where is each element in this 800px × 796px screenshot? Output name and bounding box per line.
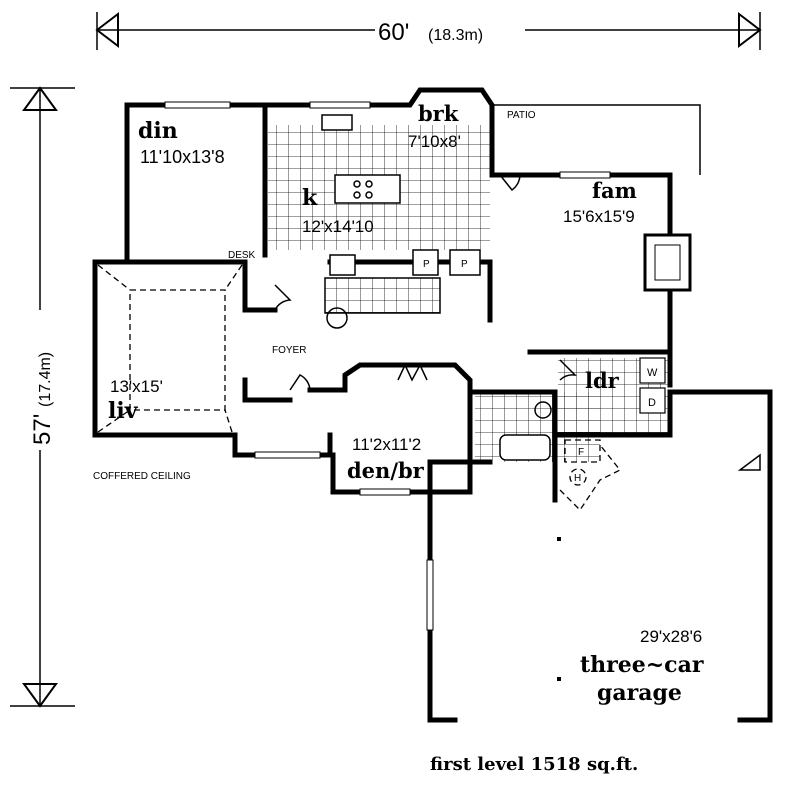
width-meters: (18.3m) <box>428 27 483 44</box>
room-garage-size: 29'x28'6 <box>640 627 702 646</box>
kitchen-fixtures <box>321 114 481 276</box>
pantry-1 <box>412 249 439 276</box>
pantry-2-label: P <box>461 259 468 270</box>
furnace-label: F <box>578 447 584 458</box>
stairs <box>324 277 441 329</box>
room-fam-name: fam <box>592 178 637 203</box>
width-dimension: 60' (18.3m) <box>95 11 762 50</box>
pantry-1-label: P <box>423 259 430 270</box>
room-garage-name-2: garage <box>597 680 682 706</box>
room-fam-size: 15'6x15'9 <box>563 207 635 226</box>
washer <box>639 357 666 384</box>
room-din-name: din <box>138 118 178 144</box>
floor-caption: first level 1518 sq.ft. <box>430 754 638 775</box>
width-feet: 60' <box>378 19 409 46</box>
washer-label: W <box>647 367 658 379</box>
room-den-name: den/br <box>347 458 425 483</box>
room-den-size: 11'2x11'2 <box>352 435 421 454</box>
island-cooktop <box>334 174 401 204</box>
furnace <box>564 439 601 463</box>
depth-dimension: 57' (17.4m) <box>10 86 75 708</box>
room-brk-size: 7'10x8' <box>408 132 461 151</box>
sink-bath <box>534 401 552 419</box>
dryer-label: D <box>648 397 656 409</box>
pantry-2 <box>449 249 481 276</box>
coffered-ceiling-label: COFFERED CEILING <box>93 471 191 482</box>
heater-label: H <box>574 473 581 484</box>
doors <box>274 174 761 471</box>
windows <box>164 101 611 631</box>
patio-outline <box>492 104 701 175</box>
water-heater <box>569 468 587 486</box>
sink <box>321 114 353 131</box>
room-k-size: 12'x14'10 <box>302 217 374 236</box>
room-brk-name: brk <box>418 101 459 126</box>
foyer-label: FOYER <box>272 345 306 356</box>
dryer <box>639 387 666 414</box>
room-liv-size: 13'x15' <box>110 377 163 396</box>
room-garage-name-1: three~car <box>580 652 704 678</box>
fireplace <box>643 233 692 292</box>
room-ldr-name: ldr <box>585 368 620 393</box>
room-din-size: 11'10x13'8 <box>140 147 225 167</box>
depth-feet: 57' <box>29 414 56 445</box>
room-k-name: k <box>302 185 318 211</box>
patio-label: PATIO <box>507 110 536 121</box>
coffered-ceiling-outline <box>97 264 243 433</box>
bathtub <box>499 434 551 461</box>
room-liv-name: liv <box>108 398 139 424</box>
depth-meters: (17.4m) <box>37 352 54 407</box>
desk-label: DESK <box>228 250 256 261</box>
